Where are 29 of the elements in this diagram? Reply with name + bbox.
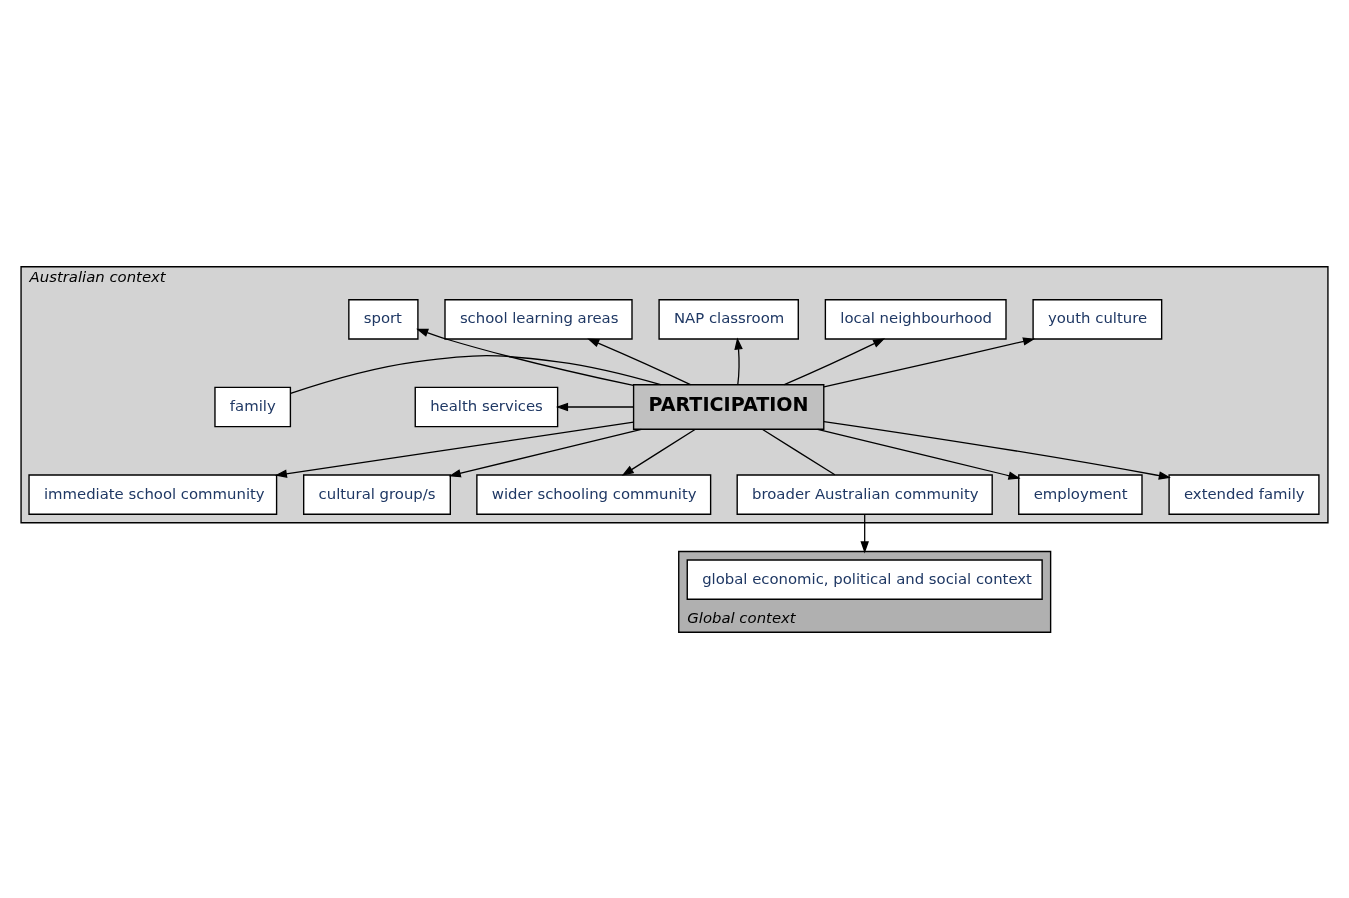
node-box: wider schooling community: [476, 473, 712, 515]
arrow: [416, 328, 634, 386]
connector: [290, 354, 662, 394]
node-box: school learning areas: [444, 298, 633, 340]
arrow: [783, 337, 886, 385]
arrow: [555, 402, 634, 411]
arrow: [817, 428, 1021, 480]
node-box: cultural group/s: [303, 473, 451, 515]
arrow: [860, 513, 869, 553]
node-box: sport: [348, 298, 419, 340]
arrow: [823, 420, 1171, 480]
node-box: local neighbourhood: [824, 298, 1007, 340]
node-box: youth culture: [1032, 298, 1163, 340]
node-box: family: [214, 386, 292, 427]
arrow: [274, 421, 635, 478]
node-box: global economic, political and social context: [686, 558, 1043, 600]
arrow: [621, 428, 696, 476]
node-box: employment: [1018, 473, 1143, 515]
connector: [762, 428, 836, 475]
arrow: [823, 336, 1036, 388]
node-box: health services: [414, 386, 559, 427]
arrow: [587, 337, 692, 385]
arrow: [734, 337, 743, 385]
node-box: immediate school community: [28, 473, 278, 515]
arrow: [448, 428, 642, 477]
node-box: extended family: [1168, 473, 1320, 515]
node-box: NAP classroom: [658, 298, 799, 340]
node-box: PARTICIPATION: [632, 383, 825, 430]
node-box: broader Australian community: [736, 473, 993, 515]
